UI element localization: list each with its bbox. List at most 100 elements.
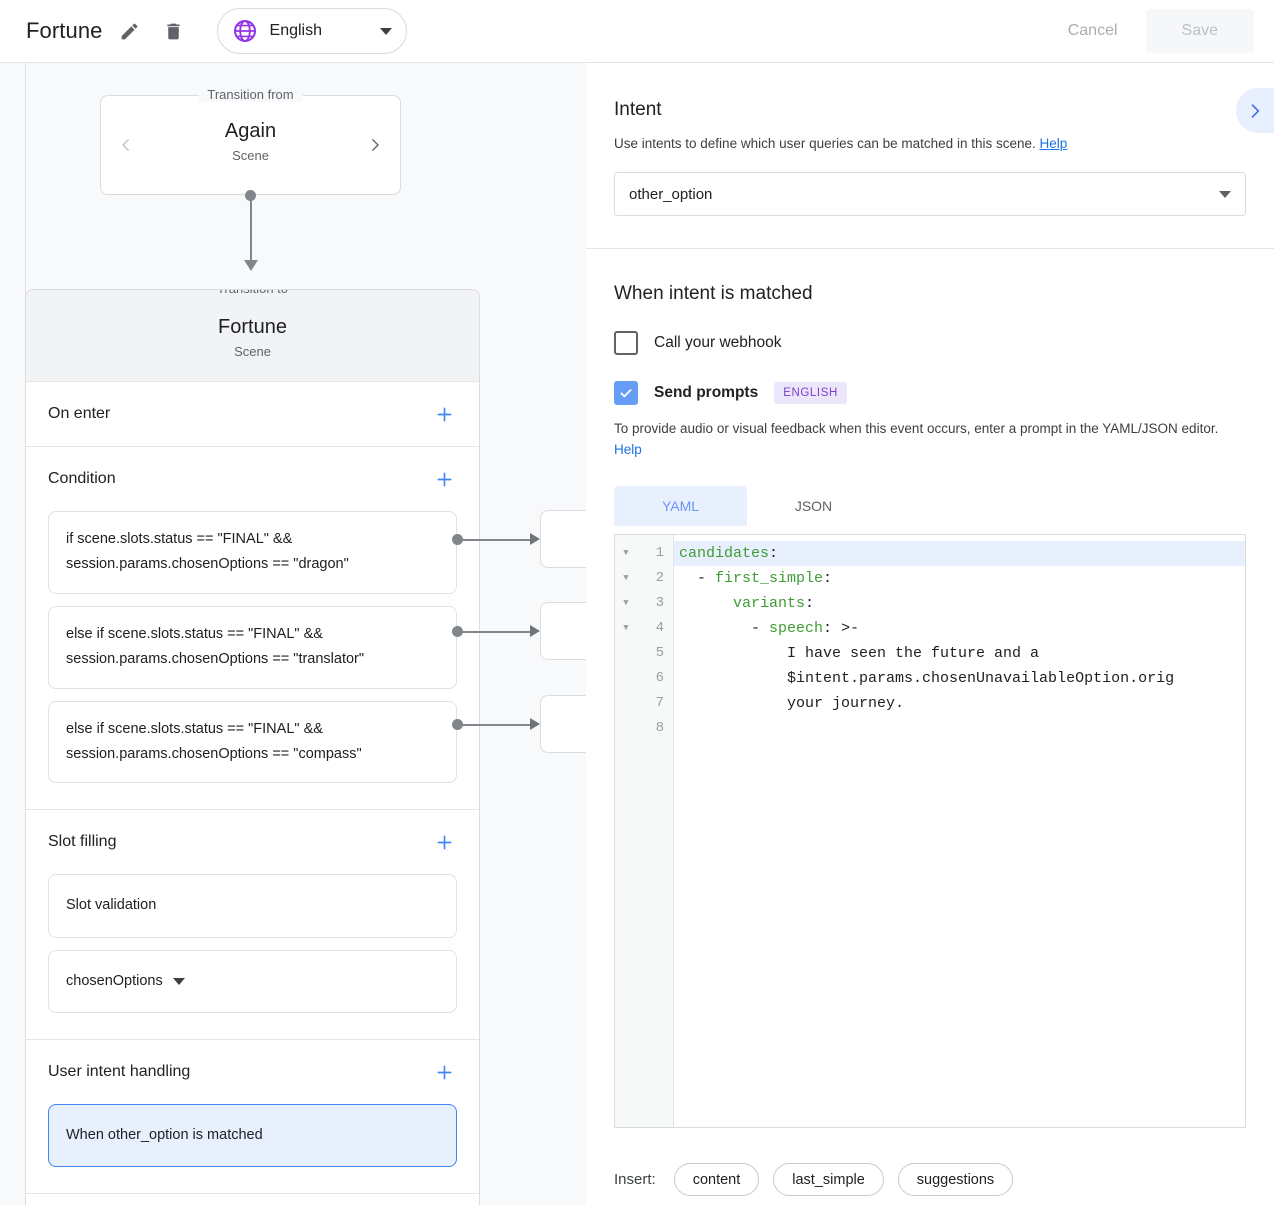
trash-icon: [167, 23, 180, 39]
line-number: 2: [655, 570, 664, 587]
user-intent-handling-title: User intent handling: [48, 1063, 191, 1080]
fold-toggle-icon[interactable]: ▼: [623, 597, 629, 608]
line-number: 1: [655, 545, 664, 562]
editor-line: your journey.: [674, 691, 1245, 716]
language-badge: ENGLISH: [774, 382, 847, 405]
cancel-button[interactable]: Cancel: [1044, 9, 1142, 53]
user-intent-item-other-option[interactable]: When other_option is matched: [48, 1104, 457, 1168]
insert-snippets-bar: Insert: content last_simple suggestions: [614, 1163, 1014, 1196]
prev-transition-button[interactable]: [113, 132, 139, 158]
condition-connector-line: [462, 631, 532, 633]
chevron-down-icon: [1219, 190, 1231, 198]
prompts-help-link[interactable]: Help: [614, 441, 642, 457]
editor-line: - first_simple:: [674, 566, 1245, 591]
slot-validation-item[interactable]: Slot validation: [48, 874, 457, 938]
editor-gutter: ▼1 ▼2 ▼3 ▼4 5 6 7 8: [615, 534, 674, 1127]
chevron-down-icon: [379, 27, 392, 35]
add-condition-button[interactable]: [431, 466, 457, 492]
condition-connector-arrow-icon: [530, 533, 540, 545]
intent-description: Use intents to define which user queries…: [614, 134, 1246, 154]
editor-format-tabs: YAML JSON: [614, 485, 1246, 526]
line-number: 7: [655, 695, 664, 712]
yaml-text: : >-: [823, 619, 860, 637]
fold-toggle-icon[interactable]: ▼: [623, 622, 629, 633]
intent-description-text: Use intents to define which user queries…: [614, 136, 1036, 151]
transition-to-header: Transition to Fortune Scene: [26, 290, 479, 382]
editor-line: variants:: [674, 591, 1245, 616]
line-number: 3: [655, 595, 664, 612]
add-user-intent-button[interactable]: [431, 1059, 457, 1085]
yaml-text: $intent.params.chosenUnavailableOption.o…: [679, 669, 1175, 687]
next-transition-button[interactable]: [362, 132, 388, 158]
condition-item[interactable]: else if scene.slots.status == "FINAL" &&…: [48, 605, 457, 689]
slot-item-chosenoptions[interactable]: chosenOptions: [48, 949, 457, 1013]
tab-json[interactable]: JSON: [794, 497, 833, 514]
condition-connector-dot: [452, 719, 463, 730]
yaml-text: :: [805, 594, 815, 612]
yaml-key: candidates: [679, 544, 770, 562]
save-button[interactable]: Save: [1145, 9, 1254, 53]
delete-scene-button[interactable]: [157, 14, 191, 48]
editor-line: $intent.params.chosenUnavailableOption.o…: [674, 666, 1245, 691]
transition-from-type: Scene: [232, 148, 269, 163]
add-on-enter-button[interactable]: [431, 401, 457, 427]
topbar-actions: Cancel Save: [1044, 9, 1274, 53]
call-webhook-label: Call your webhook: [654, 334, 782, 352]
send-prompts-checkbox-row[interactable]: Send prompts ENGLISH: [614, 381, 1246, 406]
intent-help-link[interactable]: Help: [1039, 136, 1068, 151]
condition-connector-arrow-icon: [530, 625, 540, 637]
yaml-text: -: [679, 619, 770, 637]
editor-line: [674, 716, 1245, 741]
slot-filling-list: Slot validation chosenOptions: [48, 874, 457, 1039]
insert-chip-suggestions[interactable]: suggestions: [897, 1163, 1014, 1196]
section-error-status-handling: Error and status handling: [26, 1194, 479, 1205]
language-selector[interactable]: English: [216, 8, 407, 54]
yaml-key: variants: [733, 594, 806, 612]
intent-heading: Intent: [614, 99, 662, 120]
yaml-text: -: [679, 569, 716, 587]
plus-icon: [437, 835, 451, 850]
transition-to-name: Fortune: [218, 316, 287, 338]
fold-toggle-icon[interactable]: ▼: [623, 547, 629, 558]
condition-item[interactable]: if scene.slots.status == "FINAL" && sess…: [48, 511, 457, 594]
linked-target-card[interactable]: [540, 510, 586, 568]
plus-icon: [437, 472, 451, 486]
when-intent-matched-section: When intent is matched Call your webhook…: [586, 249, 1274, 526]
insert-chip-content[interactable]: content: [673, 1163, 760, 1196]
transition-from-card[interactable]: Transition from Again Scene: [100, 87, 401, 195]
editor-line: - speech: >-: [674, 616, 1245, 641]
yaml-text: [679, 595, 733, 612]
tab-yaml[interactable]: YAML: [614, 485, 747, 526]
section-on-enter: On enter: [26, 382, 479, 447]
line-number: 8: [655, 720, 664, 737]
prompts-description-text: To provide audio or visual feedback when…: [614, 421, 1219, 437]
yaml-key: first_simple: [715, 569, 824, 587]
condition-connector-line: [462, 724, 532, 726]
globe-icon: [233, 20, 256, 42]
linked-target-card[interactable]: [540, 695, 586, 753]
expand-panel-button[interactable]: [1236, 88, 1274, 133]
linked-target-card[interactable]: [540, 602, 586, 660]
language-label: English: [269, 22, 323, 39]
send-prompts-checkbox[interactable]: [614, 381, 638, 406]
chevron-left-icon: [122, 139, 129, 151]
intent-select[interactable]: other_option: [614, 172, 1246, 217]
call-webhook-checkbox[interactable]: [614, 331, 638, 356]
section-condition: Condition if scene.slots.status == "FINA…: [26, 447, 479, 811]
rename-scene-button[interactable]: [113, 14, 147, 48]
insert-chip-last-simple[interactable]: last_simple: [773, 1163, 884, 1196]
editor-code-area[interactable]: candidates: - first_simple: variants: - …: [674, 535, 1245, 1127]
yaml-editor[interactable]: ▼1 ▼2 ▼3 ▼4 5 6 7 8 candidates: - first_…: [614, 533, 1246, 1128]
add-slot-button[interactable]: [431, 829, 457, 855]
line-number: 6: [655, 670, 664, 687]
intent-section: Intent Use intents to define which user …: [586, 63, 1274, 217]
send-prompts-label: Send prompts: [654, 384, 759, 402]
fold-toggle-icon[interactable]: ▼: [623, 572, 629, 583]
webhook-checkbox-row[interactable]: Call your webhook: [614, 331, 1246, 356]
chevron-down-icon: [172, 977, 185, 985]
condition-connector-arrow-icon: [530, 718, 540, 730]
condition-item[interactable]: else if scene.slots.status == "FINAL" &&…: [48, 700, 457, 784]
section-slot-filling: Slot filling Slot validation chosenOptio…: [26, 810, 479, 1040]
user-intent-list: When other_option is matched: [48, 1104, 457, 1193]
